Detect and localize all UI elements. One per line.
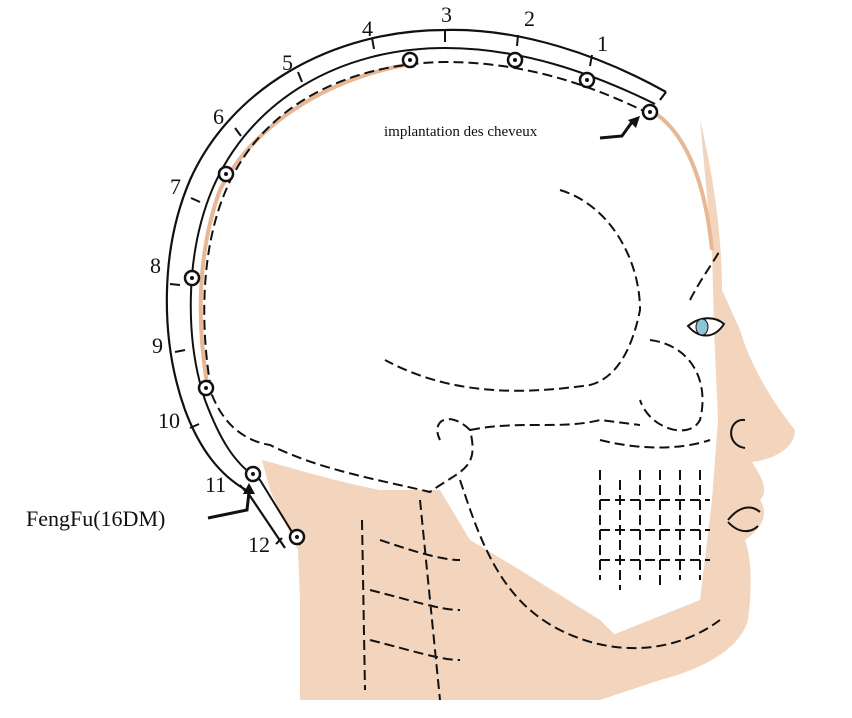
- acupoint-center: [224, 172, 228, 176]
- neck-skin: [262, 460, 660, 700]
- point-number-8: 8: [150, 253, 161, 278]
- acupoint-center: [204, 386, 208, 390]
- band-outer-line: [165, 28, 667, 549]
- point-number-11: 11: [205, 472, 226, 497]
- point-number-12: 12: [248, 532, 270, 557]
- point-number-5: 5: [282, 50, 293, 75]
- acupoint-center: [295, 535, 299, 539]
- point-number-7: 7: [170, 174, 181, 199]
- acupoint-center: [251, 472, 255, 476]
- point-number-3: 3: [441, 2, 452, 27]
- point-number-1: 1: [597, 31, 608, 56]
- acupoint-center: [190, 276, 194, 280]
- acupoint-center: [585, 78, 589, 82]
- acupoint-center: [648, 110, 652, 114]
- lips: [727, 506, 761, 533]
- band-ticks: [169, 30, 593, 545]
- hairline-arrow: [599, 121, 634, 140]
- fengfu-arrow: [207, 491, 251, 520]
- point-number-4: 4: [362, 16, 373, 41]
- hairline-label: implantation des cheveux: [384, 124, 538, 140]
- point-number-2: 2: [524, 6, 535, 31]
- fengfu-label: FengFu(16DM): [26, 506, 165, 531]
- eye: [686, 317, 726, 337]
- acupoints: [183, 51, 659, 546]
- point-number-6: 6: [213, 104, 224, 129]
- face-skin: [600, 120, 795, 690]
- hairline-curve: [198, 62, 714, 391]
- nostril: [730, 418, 746, 449]
- acupoint-center: [408, 58, 412, 62]
- point-number-9: 9: [152, 333, 163, 358]
- acupoint-center: [513, 58, 517, 62]
- point-number-10: 10: [158, 408, 180, 433]
